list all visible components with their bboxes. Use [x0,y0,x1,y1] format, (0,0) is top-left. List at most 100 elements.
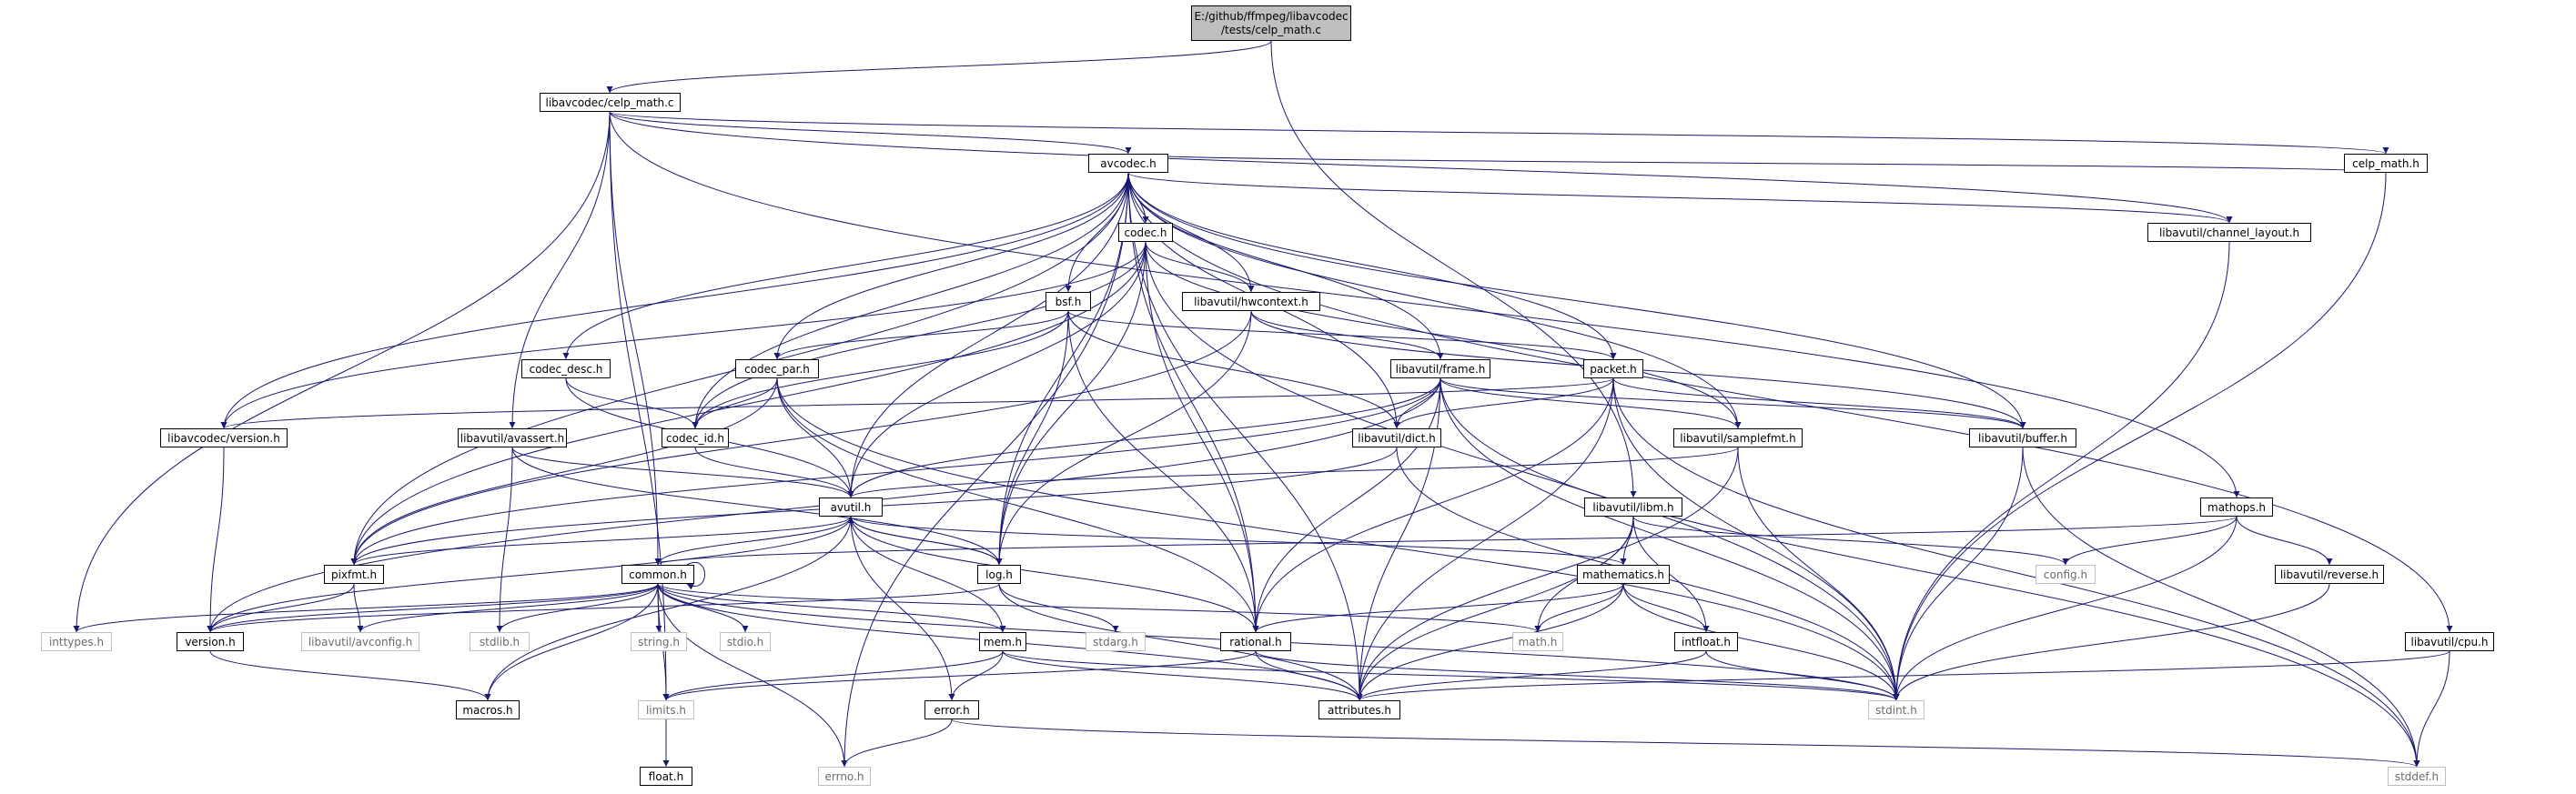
edge-avcodec-to-rational [1127,172,1259,633]
node-errno-h[interactable]: errno.h [818,767,871,786]
edge-bsf-to-codec_par [773,310,1069,360]
node-libavutil-hwcontext-h[interactable]: libavutil/hwcontext.h [1182,292,1320,311]
edge-frame-to-avutil [847,377,1441,498]
edge-pixfmt-to-version_u [207,583,355,633]
edge-mathops-to-config [2062,516,2238,566]
node-common-h[interactable]: common.h [621,565,694,584]
edge-reverse-to-stdint [1893,583,2330,701]
node-stdio-h[interactable]: stdio.h [720,632,771,651]
edge-avcodec-to-codec_id [692,172,1129,429]
edge-common-to-stdio [657,583,749,633]
node-libavcodec-celp-math-c[interactable]: libavcodec/celp_math.c [539,93,681,112]
edge-cpu-to-attributes [1356,650,2450,701]
edge-avcodec-to-log [995,172,1129,566]
edge-celp_c-to-common [609,111,662,566]
edge-common-to-macros [484,583,659,701]
edge-avassert-to-log [511,447,1003,566]
edge-avutil-to-mem [850,516,1006,633]
node-libavutil-frame-h[interactable]: libavutil/frame.h [1390,359,1490,378]
edge-codec_par-to-stdint [776,377,1900,701]
node-avutil-h[interactable]: avutil.h [819,498,883,517]
node-libavutil-libm-h[interactable]: libavutil/libm.h [1584,498,1682,517]
node-math-h[interactable]: math.h [1512,632,1563,651]
edge-samplefmt-to-stdint [1737,447,1900,701]
node-stdint-h[interactable]: stdint.h [1868,700,1924,719]
edge-common-to-mem [657,583,1006,633]
edge-mem-to-error [948,650,1004,701]
node-pixfmt-h[interactable]: pixfmt.h [324,565,384,584]
node-libavcodec-version-h[interactable]: libavcodec/version.h [160,428,288,447]
node-codec-h[interactable]: codec.h [1118,223,1173,242]
node-log-h[interactable]: log.h [977,565,1021,584]
edge-codec-to-avutil [847,241,1147,498]
node-version-h[interactable]: version.h [177,632,244,651]
root-label-line2: /tests/celp_math.c [1220,23,1322,36]
node-celp-math-h[interactable]: celp_math.h [2344,154,2428,173]
edge-mathematics-to-stdint [1622,583,1900,701]
edge-avcodec-to-avutil [847,172,1129,498]
edge-error-to-stddef [951,719,2420,768]
node-libavutil-avassert-h[interactable]: libavutil/avassert.h [458,428,567,447]
edge-avcodec-to-errno [841,172,1129,768]
node-config-h[interactable]: config.h [2036,565,2096,584]
edge-rational-to-attributes [1255,650,1363,701]
edge-error-to-errno [841,719,953,768]
node-mathematics-h[interactable]: mathematics.h [1577,565,1670,584]
edge-celp_c-to-mathops [609,111,2240,498]
edge-version_u-to-macros [209,650,491,701]
node-float-h[interactable]: float.h [640,767,692,786]
root-label-line1: E:/github/ffmpeg/libavcodec [1194,9,1349,23]
node-libavutil-dict-h[interactable]: libavutil/dict.h [1352,428,1441,447]
node-attributes-h[interactable]: attributes.h [1318,700,1400,719]
node-limits-h[interactable]: limits.h [638,700,694,719]
edge-celp_c-to-inttypes [73,111,611,633]
node-bsf-h[interactable]: bsf.h [1046,292,1091,311]
node-codec-desc-h[interactable]: codec_desc.h [521,359,611,378]
edge-avcodec-to-version_c [220,172,1129,429]
edge-buffer-to-stddef [2022,447,2420,768]
node-mem-h[interactable]: mem.h [979,632,1026,651]
edge-avcodec-to-attributes [1127,172,1363,701]
node-stdlib-h[interactable]: stdlib.h [470,632,530,651]
node-packet-h[interactable]: packet.h [1583,359,1643,378]
edge-samplefmt-to-avutil [847,447,1739,498]
edge-common-to-common [686,562,705,590]
edge-common-to-errno [657,583,848,768]
node-libavutil-channel-layout-h[interactable]: libavutil/channel_layout.h [2147,223,2311,242]
node-libavutil-reverse-h[interactable]: libavutil/reverse.h [2275,565,2384,584]
node-libavutil-buffer-h[interactable]: libavutil/buffer.h [1969,428,2076,447]
edge-common-to-stdlib [496,583,659,633]
node-macros-h[interactable]: macros.h [456,700,520,719]
edge-codec-to-hwctx [1145,241,1255,293]
node-libavutil-avconfig-h[interactable]: libavutil/avconfig.h [301,632,419,651]
edge-avcodec-to-cpu [1127,172,2453,633]
edge-avassert-to-avutil [511,447,854,498]
edge-celp_c-to-limits [609,111,670,701]
edge-packet-to-buffer [1612,377,2026,429]
node-libavutil-cpu-h[interactable]: libavutil/cpu.h [2405,632,2494,651]
node-codec-par-h[interactable]: codec_par.h [735,359,819,378]
edge-mathematics-to-math [1534,583,1624,633]
node-stdarg-h[interactable]: stdarg.h [1086,632,1146,651]
node-libavutil-samplefmt-h[interactable]: libavutil/samplefmt.h [1673,428,1803,447]
node-error-h[interactable]: error.h [924,700,979,719]
node-stddef-h[interactable]: stddef.h [2388,767,2446,786]
edge-celp_c-to-chlayout [609,111,2233,224]
node-avcodec-h[interactable]: avcodec.h [1088,154,1168,173]
node-mathops-h[interactable]: mathops.h [2200,498,2273,517]
node-string-h[interactable]: string.h [631,632,687,651]
edge-avcodec-to-packet [1127,172,1617,360]
node-inttypes-h[interactable]: inttypes.h [41,632,112,651]
edge-avutil-to-mathematics [850,516,1627,566]
edge-frame-to-rational [1252,377,1441,633]
edge-avutil-to-version_u [207,516,852,633]
node-intfloat-h[interactable]: intfloat.h [1674,632,1738,651]
edge-codec_par-to-codec_id [692,377,778,429]
edge-avutil-to-rational [850,516,1259,633]
edge-avcodec-to-chlayout [1127,172,2233,224]
node-rational-h[interactable]: rational.h [1220,632,1291,651]
edge-buffer-to-stdint [1893,447,2024,701]
node-codec-id-h[interactable]: codec_id.h [662,428,729,447]
edge-mem-to-limits [662,650,1004,701]
